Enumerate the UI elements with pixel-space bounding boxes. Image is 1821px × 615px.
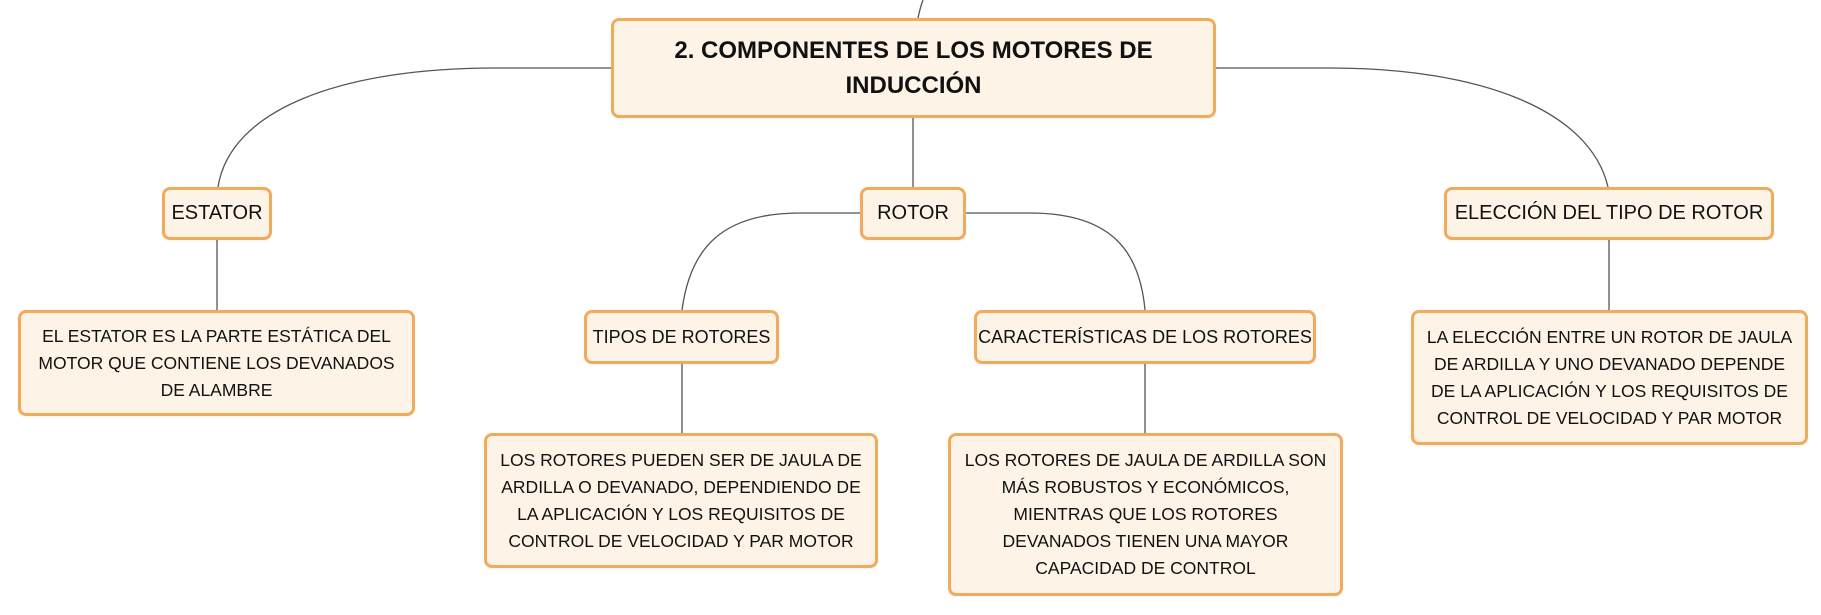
rotor-node-label: ROTOR [877, 202, 949, 224]
tipos-rotores-label: TIPOS DE ROTORES [592, 326, 771, 347]
root-node-text: 2. COMPONENTES DE LOS MOTORES DE INDUCCI… [674, 37, 1153, 99]
connector-root-to-eleccion [1216, 67, 1609, 188]
rotor-node[interactable]: ROTOR [860, 187, 966, 240]
tipos-rotores-node[interactable]: TIPOS DE ROTORES [584, 310, 779, 364]
estator-node-label: ESTATOR [171, 202, 263, 224]
eleccion-detail-node[interactable]: LA ELECCIÓN ENTRE UN ROTOR DE JAULA DE A… [1411, 310, 1808, 445]
estator-node[interactable]: ESTATOR [162, 187, 272, 240]
tipos-rotores-detail-text: LOS ROTORES PUEDEN SER DE JAULA DE ARDIL… [500, 449, 862, 551]
estator-detail-node[interactable]: EL ESTATOR ES LA PARTE ESTÁTICA DEL MOTO… [18, 310, 415, 416]
connector-rotor-to-tipos [681, 212, 860, 311]
caracteristicas-rotores-detail-text: LOS ROTORES DE JAULA DE ARDILLA SON MÁS … [964, 450, 1327, 578]
connector-parent-to-root [917, 0, 924, 19]
eleccion-node[interactable]: ELECCIÓN DEL TIPO DE ROTOR [1444, 187, 1774, 240]
caracteristicas-rotores-node[interactable]: CARACTERÍSTICAS DE LOS ROTORES [974, 310, 1316, 364]
caracteristicas-rotores-detail-node[interactable]: LOS ROTORES DE JAULA DE ARDILLA SON MÁS … [948, 433, 1343, 596]
tipos-rotores-detail-node[interactable]: LOS ROTORES PUEDEN SER DE JAULA DE ARDIL… [484, 433, 878, 568]
connector-rotor-to-caracteristicas [966, 212, 1146, 311]
eleccion-node-label: ELECCIÓN DEL TIPO DE ROTOR [1454, 202, 1764, 224]
eleccion-detail-text: LA ELECCIÓN ENTRE UN ROTOR DE JAULA DE A… [1426, 326, 1793, 428]
estator-detail-text: EL ESTATOR ES LA PARTE ESTÁTICA DEL MOTO… [38, 325, 395, 400]
caracteristicas-rotores-label: CARACTERÍSTICAS DE LOS ROTORES [978, 326, 1312, 347]
connector-root-to-estator [217, 67, 611, 188]
root-node[interactable]: 2. COMPONENTES DE LOS MOTORES DE INDUCCI… [611, 18, 1216, 118]
